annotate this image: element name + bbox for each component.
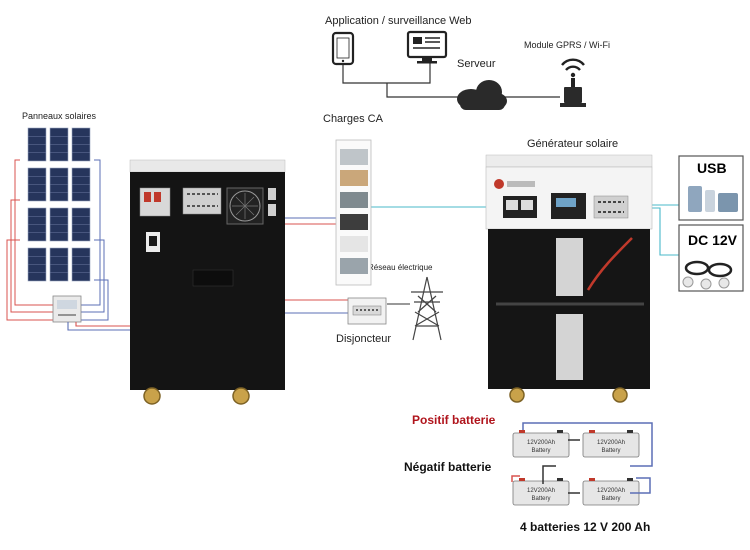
solar-generator-cabinet [485,154,653,403]
grid-pylon-icon [411,276,443,341]
battery-name: Battery [531,448,550,454]
battery-positive-label: Positif batterie [412,413,496,427]
ac-loads-panel [335,139,372,286]
battery-negative-label: Négatif batterie [404,460,492,474]
inverter-cabinet [129,159,286,405]
phone-icon [331,31,355,66]
wifi-module-icon [560,58,586,107]
battery-rating: 12V200Ah [527,488,555,494]
breaker-label: Disjoncteur [336,333,392,345]
ac-loads-label: Charges CA [323,113,383,125]
solar-panels-label: Panneaux solaires [22,111,97,121]
usb-label: USB [697,160,727,176]
solar-panel-array [27,127,91,282]
network-wires [342,63,560,98]
server-label: Serveur [457,58,496,70]
battery-rating: 12V200Ah [597,488,625,494]
battery-name: Battery [601,448,620,454]
monitor-icon [406,30,448,64]
battery-name: Battery [601,496,620,502]
grid-label: Réseau électrique [368,263,433,272]
app-web-label: Application / surveillance Web [325,15,472,27]
battery-rating: 12V200Ah [597,440,625,446]
solar-wiring [6,159,109,321]
gprs-wifi-label: Module GPRS / Wi-Fi [524,40,611,50]
dc12v-box [678,224,744,292]
solar-generator-label: Générateur solaire [527,138,619,150]
dc12v-label: DC 12V [688,232,738,248]
usb-box [678,155,744,221]
battery-name: Battery [531,496,550,502]
breaker-icon [347,297,387,325]
battery-bank: 12V200AhBattery12V200AhBattery12V200AhBa… [511,422,653,506]
battery-rating: 12V200Ah [527,440,555,446]
batteries-caption: 4 batteries 12 V 200 Ah [520,520,651,534]
combiner-box [52,295,82,323]
cloud-server-icon [457,80,507,110]
